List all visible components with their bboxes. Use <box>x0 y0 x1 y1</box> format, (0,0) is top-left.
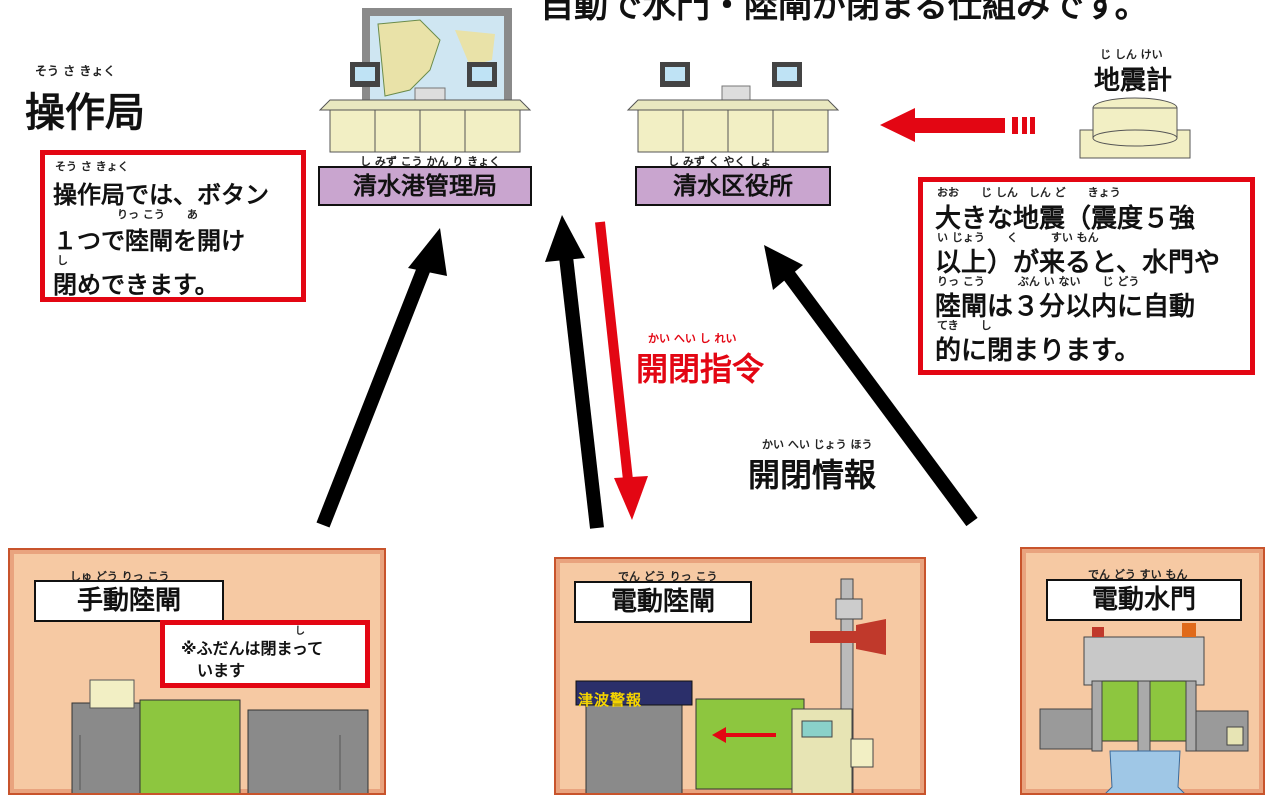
operation-title-ruby: そう さ きょく <box>35 64 116 78</box>
manual-gate-panel: しゅ どう りっ こう 手動陸閘 し ※ふだんは閉まって います <box>8 548 386 795</box>
quake-note-box: おお じ しん しん ど きょう 大きな地震（震度５強 い じょう く すい も… <box>918 177 1255 375</box>
quake-note-line-3: 陸閘は３分以内に自動 <box>935 292 1196 322</box>
manual-gate-note: し ※ふだんは閉まって います <box>160 620 370 688</box>
quake-note-line-4: 的に閉まります。 <box>935 336 1141 366</box>
quake-note-ruby-1: おお じ しん しん ど きょう <box>937 186 1121 199</box>
quake-note-ruby-4: てき し <box>937 319 992 332</box>
operation-note-ruby-1: そう さ きょく <box>55 160 129 173</box>
electric-gate-drawing <box>575 578 886 793</box>
ward-office-illustration <box>626 62 840 153</box>
operation-title: 操作局 <box>25 90 145 136</box>
manual-gate-title: 手動陸閘 <box>34 580 224 622</box>
quake-note-line-1: 大きな地震（震度５強 <box>935 204 1196 234</box>
seismometer-ruby: じ しん けい <box>1100 48 1163 61</box>
operation-note-line-3: 閉めできます。 <box>53 271 219 299</box>
operation-note-line-2: １つで陸閘を開け <box>53 227 245 255</box>
manual-gate-ruby: しゅ どう りっ こう <box>70 570 170 583</box>
floodgate-drawing <box>1039 623 1249 793</box>
tsunami-warning-sign: 津波警報 <box>578 691 643 709</box>
electric-gate-ruby: でん どう りっ こう <box>618 570 718 583</box>
seismometer-illustration <box>1079 97 1191 159</box>
floodgate-panel: でん どう すい もん 電動水門 <box>1020 547 1265 795</box>
floodgate-ruby: でん どう すい もん <box>1088 568 1188 581</box>
electric-gate-panel: でん どう りっ こう 電動陸閘 津波警報 <box>554 557 926 795</box>
floodgate-title: 電動水門 <box>1046 579 1242 621</box>
manual-gate-note-line-1: ※ふだんは閉まって <box>181 639 324 658</box>
operation-note-line-1: 操作局では、ボタン <box>53 181 269 209</box>
command-ruby: かい へい し れい <box>648 332 737 345</box>
harbor-office-illustration <box>318 8 532 153</box>
harbor-office-ruby: し みず こう かん り きょく <box>360 155 501 168</box>
command-label: 開閉指令 <box>636 350 765 388</box>
info-label: 開閉情報 <box>748 456 877 494</box>
operation-note-ruby-2: りっ こう あ <box>117 208 198 221</box>
ward-office-label: 清水区役所 <box>635 166 831 206</box>
manual-gate-note-ruby: し <box>295 626 305 637</box>
ward-office-ruby: し みず く やく しょ <box>668 155 772 168</box>
operation-note-ruby-3: し <box>57 254 68 267</box>
operation-note-box: そう さ きょく 操作局では、ボタン りっ こう あ １つで陸閘を開け し 閉め… <box>40 150 306 302</box>
seismometer-signal-arrow <box>880 108 1035 142</box>
info-arrows <box>316 215 978 529</box>
quake-note-ruby-3: りっ こう ぶん い ない じ どう <box>937 275 1140 288</box>
quake-note-line-2: 以上）が来ると、水門や <box>935 248 1220 278</box>
manual-gate-note-line-2: います <box>197 661 246 680</box>
manual-gate-drawing <box>71 679 369 793</box>
electric-gate-title: 電動陸閘 <box>574 581 752 623</box>
quake-note-ruby-2: い じょう く すい もん <box>937 231 1099 244</box>
info-ruby: かい へい じょう ほう <box>762 438 873 451</box>
seismometer-label: 地震計 <box>1094 66 1173 96</box>
harbor-office-label: 清水港管理局 <box>318 166 532 206</box>
command-arrow <box>595 221 648 520</box>
header-text: 自動で水門・陸閘が閉まる仕組みです。 <box>540 0 1149 26</box>
